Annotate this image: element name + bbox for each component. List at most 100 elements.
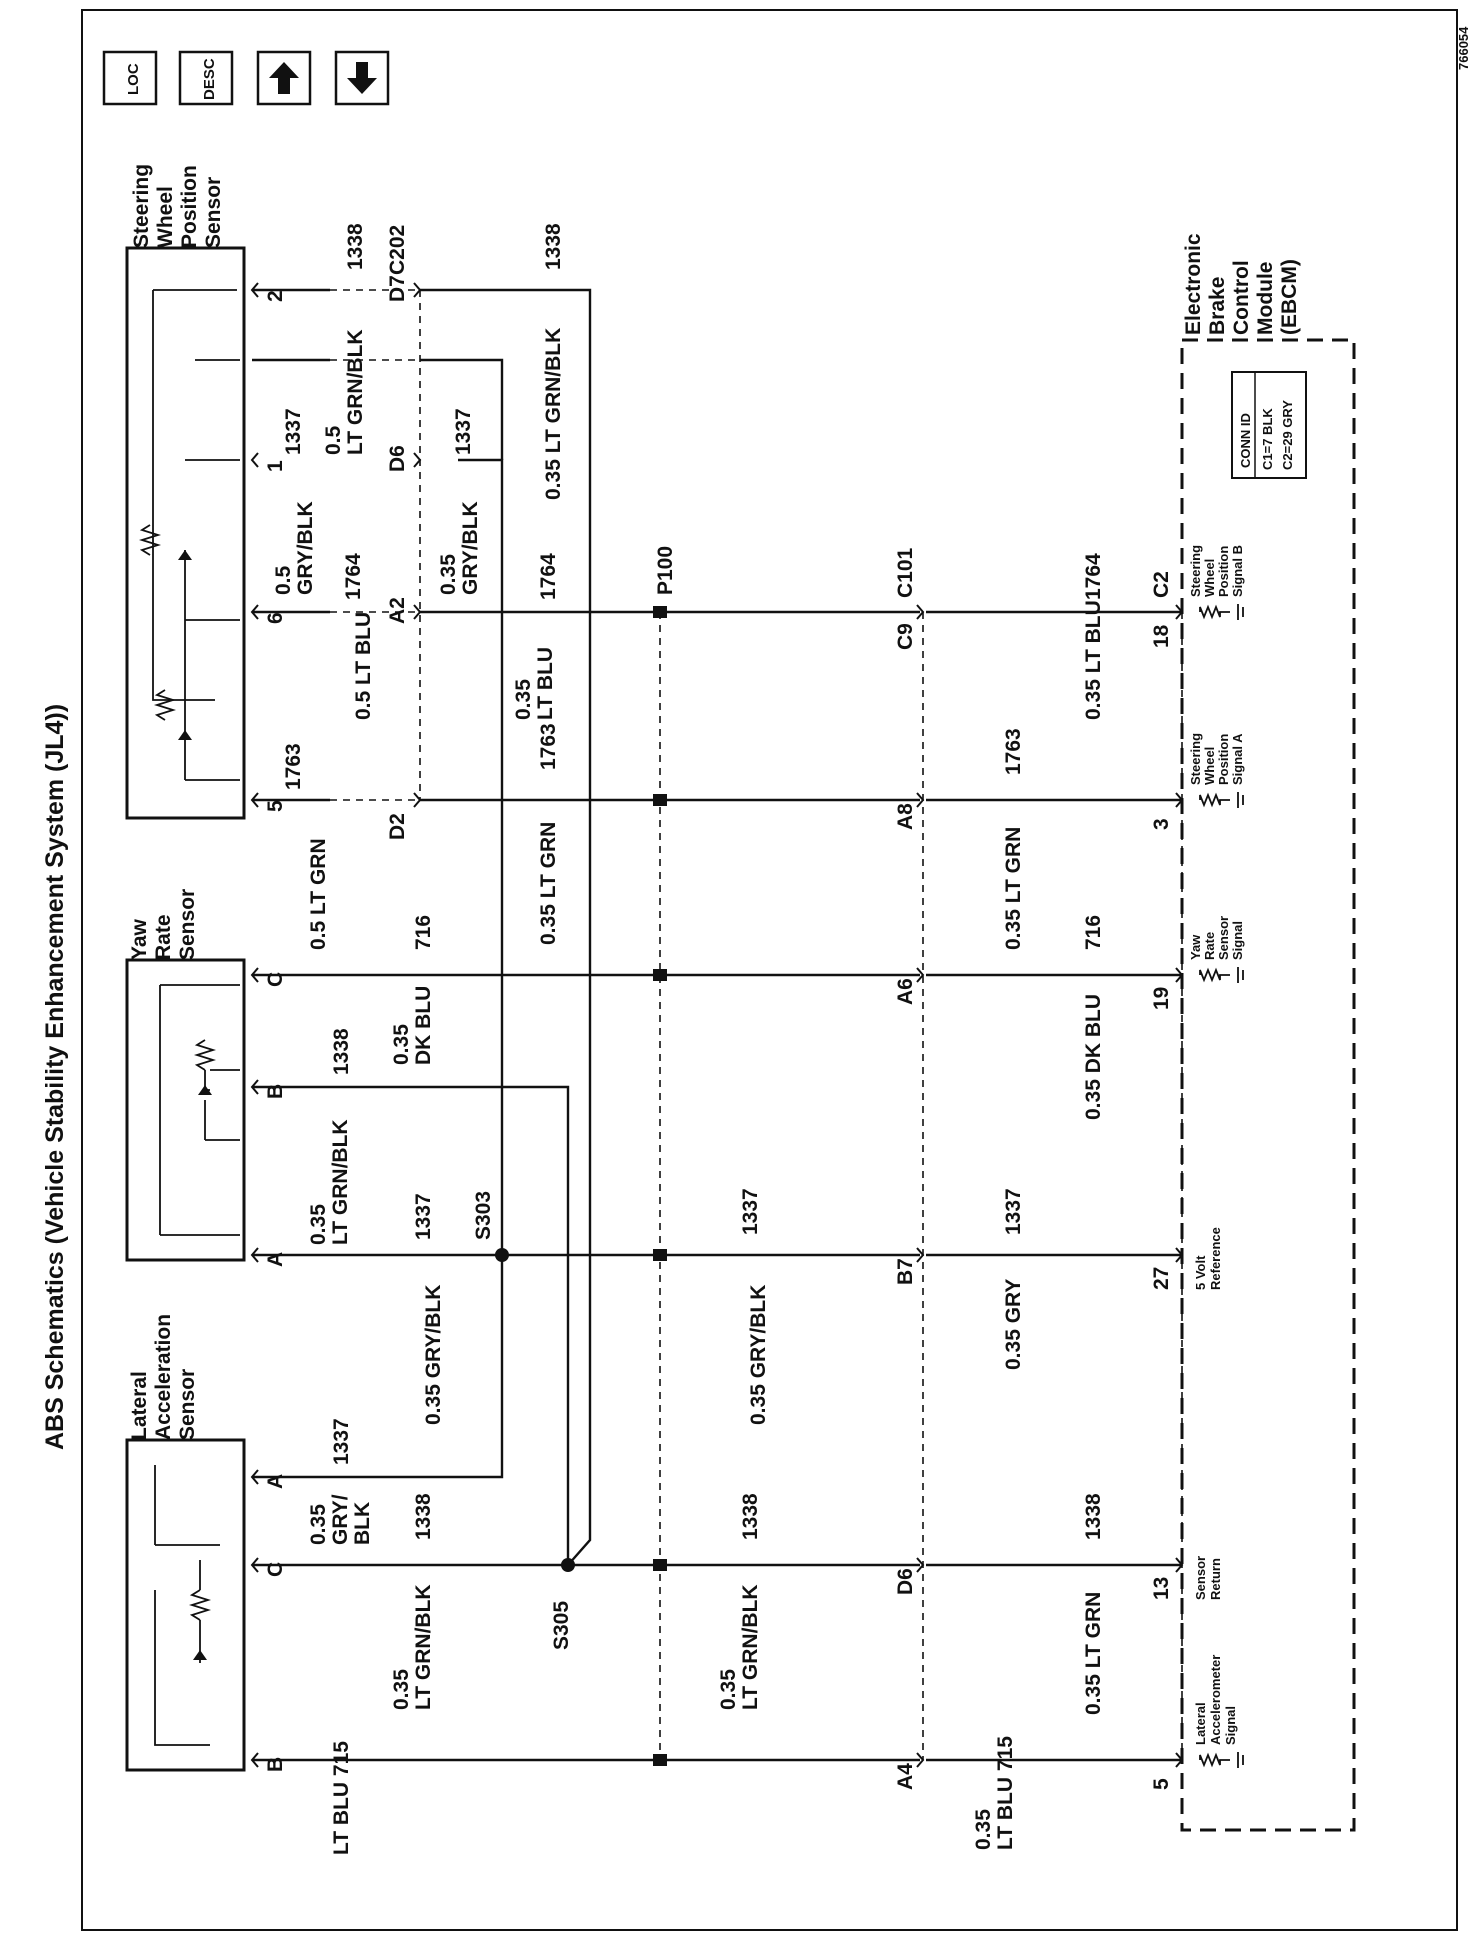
ebcm-swa-4: Signal A [1230, 733, 1245, 785]
ebcm-yaw-3: Sensor [1216, 916, 1231, 960]
wire-label-gauge-g: 0.35 [512, 679, 535, 720]
next-page-button[interactable] [334, 50, 390, 106]
ebcm-label-2: Brake [1206, 277, 1229, 335]
ebcm-swa-1: Steering [1188, 733, 1203, 785]
wire-label-gauge-b: 0.35 [307, 1504, 330, 1545]
wire-label-ltblu-035: 0.35 LT BLU [1082, 600, 1105, 720]
wire-label-ltgrnblk-c: LT GRN/BLK [344, 329, 367, 455]
wire-label-1337-d: 1337 [452, 408, 475, 455]
ebcm-lat-signal-3: Signal [1223, 1706, 1238, 1745]
wire-label-1337-e: 1337 [739, 1188, 762, 1235]
wire-label-1338-b: 1338 [330, 1028, 353, 1075]
steering-wheel-position-sensor [125, 246, 246, 820]
wire-label-1764-b: 1764 [537, 553, 560, 600]
wire-label-dkblu-035: 0.35 DK BLU [1082, 994, 1105, 1120]
wire-label-ltgrn-035-c: 0.35 LT GRN [1002, 827, 1025, 950]
pin-lat-a: A [264, 1474, 287, 1489]
pin-c101-c9: C9 [894, 623, 917, 650]
pin-sw-5: 5 [264, 800, 287, 812]
steering-sensor-label-2: Wheel [154, 186, 177, 248]
pin-sw-1: 1 [264, 460, 287, 472]
pin-c202-d6: D6 [386, 445, 409, 472]
ebcm-swa-3: Position [1216, 734, 1231, 785]
wire-label-gauge-h: 0.35 [437, 554, 460, 595]
potentiometer-symbol [188, 1589, 212, 1621]
wire-label-1337-b: 1337 [412, 1193, 435, 1240]
ebcm-swb-3: Position [1216, 546, 1231, 597]
wire-label-grybsplit: GRY/ [329, 1494, 352, 1545]
wire-label-ltgrnblk-a: LT GRN/BLK [412, 1584, 435, 1710]
ebcm-swb-1: Steering [1188, 545, 1203, 597]
previous-page-button[interactable] [256, 50, 312, 106]
wire-label-1337-c: 1337 [282, 408, 305, 455]
yaw-rate-sensor [125, 958, 246, 1262]
ebcm-lat-signal-1: Lateral [1193, 1702, 1208, 1745]
wire-label-1763-c: 1763 [1002, 728, 1025, 775]
wire-label-716-a: 716 [412, 915, 435, 950]
connector-c202: C202 [386, 225, 409, 275]
lateral-sensor-label-3: Sensor [176, 1369, 199, 1440]
wire-1338-yaw [252, 1085, 570, 1565]
pin-ebcm-13: 13 [1150, 1577, 1173, 1600]
pin-ebcm-5: 5 [1150, 1778, 1173, 1790]
splice-s305-label: S305 [550, 1601, 573, 1650]
ebcm-lat-signal-2: Accelerometer [1208, 1655, 1223, 1745]
wire-label-1764-c: 1764 [1082, 553, 1105, 600]
pin-yaw-b: B [264, 1084, 287, 1099]
wire-label-ltgrn-035-b: 0.35 LT GRN [1082, 1592, 1105, 1715]
wire-label-1764-a: 1764 [342, 553, 365, 600]
yaw-sensor-label-1: Yaw [128, 918, 151, 960]
potentiometer-symbol [138, 524, 162, 556]
pin-ebcm-19: 19 [1150, 987, 1173, 1010]
wire-label-1763-a: 1763 [282, 743, 305, 790]
diagram-frame [81, 9, 1458, 1931]
ebcm-yaw-4: Signal [1230, 921, 1245, 960]
pin-c202-d2: D2 [386, 813, 409, 840]
wire-label-1337-f: 1337 [1002, 1188, 1025, 1235]
wire-label-gauge-c: 0.35 [307, 1204, 330, 1245]
wire-label-grybl-a: 0.35 GRY/BLK [422, 1285, 445, 1425]
pin-yaw-c: C [264, 972, 287, 987]
wire-label-1338-d: 1338 [542, 223, 565, 270]
pin-sw-6: 6 [264, 612, 287, 624]
ebcm-swb-4: Signal B [1230, 545, 1245, 597]
steering-sensor-label-3: Position [178, 165, 201, 248]
lateral-acceleration-sensor [125, 1438, 246, 1772]
lateral-sensor-label-1: Lateral [128, 1371, 151, 1440]
wire-label-gryblk-b: GRY/BLK [459, 501, 482, 595]
wire-label-ltgrn-05: 0.5 LT GRN [307, 838, 330, 950]
pin-lat-c: C [264, 1562, 287, 1577]
wire-label-1338-f: 1338 [1082, 1493, 1105, 1540]
wire-label-gauge-j: 0.35 [972, 1809, 995, 1850]
wire-label-1338-a: 1338 [412, 1493, 435, 1540]
wire-label-716-b: 716 [1082, 915, 1105, 950]
ebcm-ref-2: Reference [1208, 1227, 1223, 1290]
potentiometer-symbol [193, 1039, 217, 1071]
wire-label-gauge-f: 0.5 [322, 425, 345, 455]
yaw-sensor-label-2: Rate [152, 914, 175, 960]
wire-label-gry-035: 0.35 GRY [1002, 1279, 1025, 1370]
splice-s303-label: S303 [472, 1191, 495, 1240]
ebcm-yaw-2: Rate [1202, 932, 1217, 960]
wire-label-blk: BLK [351, 1502, 374, 1545]
pin-ebcm-c2: C2 [1150, 571, 1173, 598]
lateral-sensor-label-2: Acceleration [152, 1314, 175, 1440]
wire-1337-lateral [252, 1255, 504, 1479]
wire-label-715-a: LT BLU 715 [330, 1741, 353, 1855]
wire-1338-steering [420, 288, 592, 1566]
ebcm-label-3: Control [1230, 260, 1253, 335]
wire-label-gauge-a: 0.35 [390, 1669, 413, 1710]
pin-c101-d6: D6 [894, 1568, 917, 1595]
pin-c202-a2: A2 [386, 597, 409, 624]
desc-button[interactable]: DESC [178, 50, 234, 106]
pin-ebcm-3: 3 [1150, 818, 1173, 830]
loc-button[interactable]: LOC [102, 50, 158, 106]
splice-s305 [561, 1558, 575, 1572]
arrow-up-icon [269, 62, 299, 94]
ebcm-internal-circuits [1199, 604, 1244, 1768]
connector-c101: C101 [894, 547, 917, 598]
ebcm-label-1: Electronic [1182, 233, 1205, 335]
wire-label-ltgrnblk-e: LT GRN/BLK [739, 1584, 762, 1710]
wire-label-ltblu: LT BLU [534, 647, 557, 720]
